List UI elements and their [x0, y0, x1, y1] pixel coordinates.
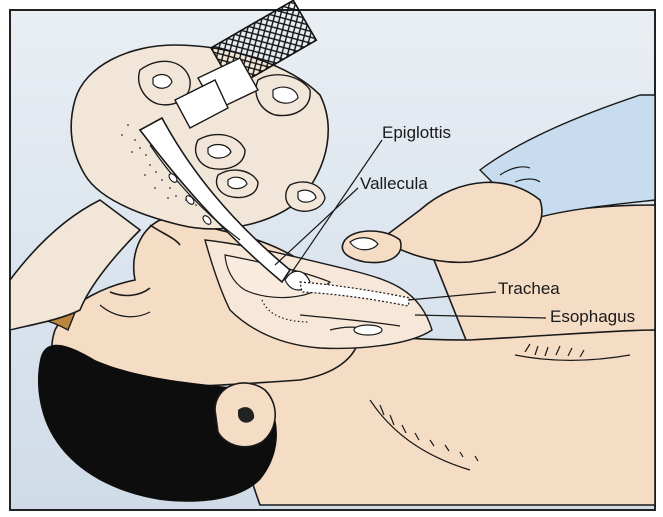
- label-trachea: Trachea: [498, 279, 560, 298]
- hyoid: [354, 325, 382, 335]
- label-epiglottis: Epiglottis: [382, 123, 451, 142]
- label-vallecula: Vallecula: [360, 174, 428, 193]
- index-fingernail: [153, 75, 172, 89]
- label-esophagus: Esophagus: [550, 307, 635, 326]
